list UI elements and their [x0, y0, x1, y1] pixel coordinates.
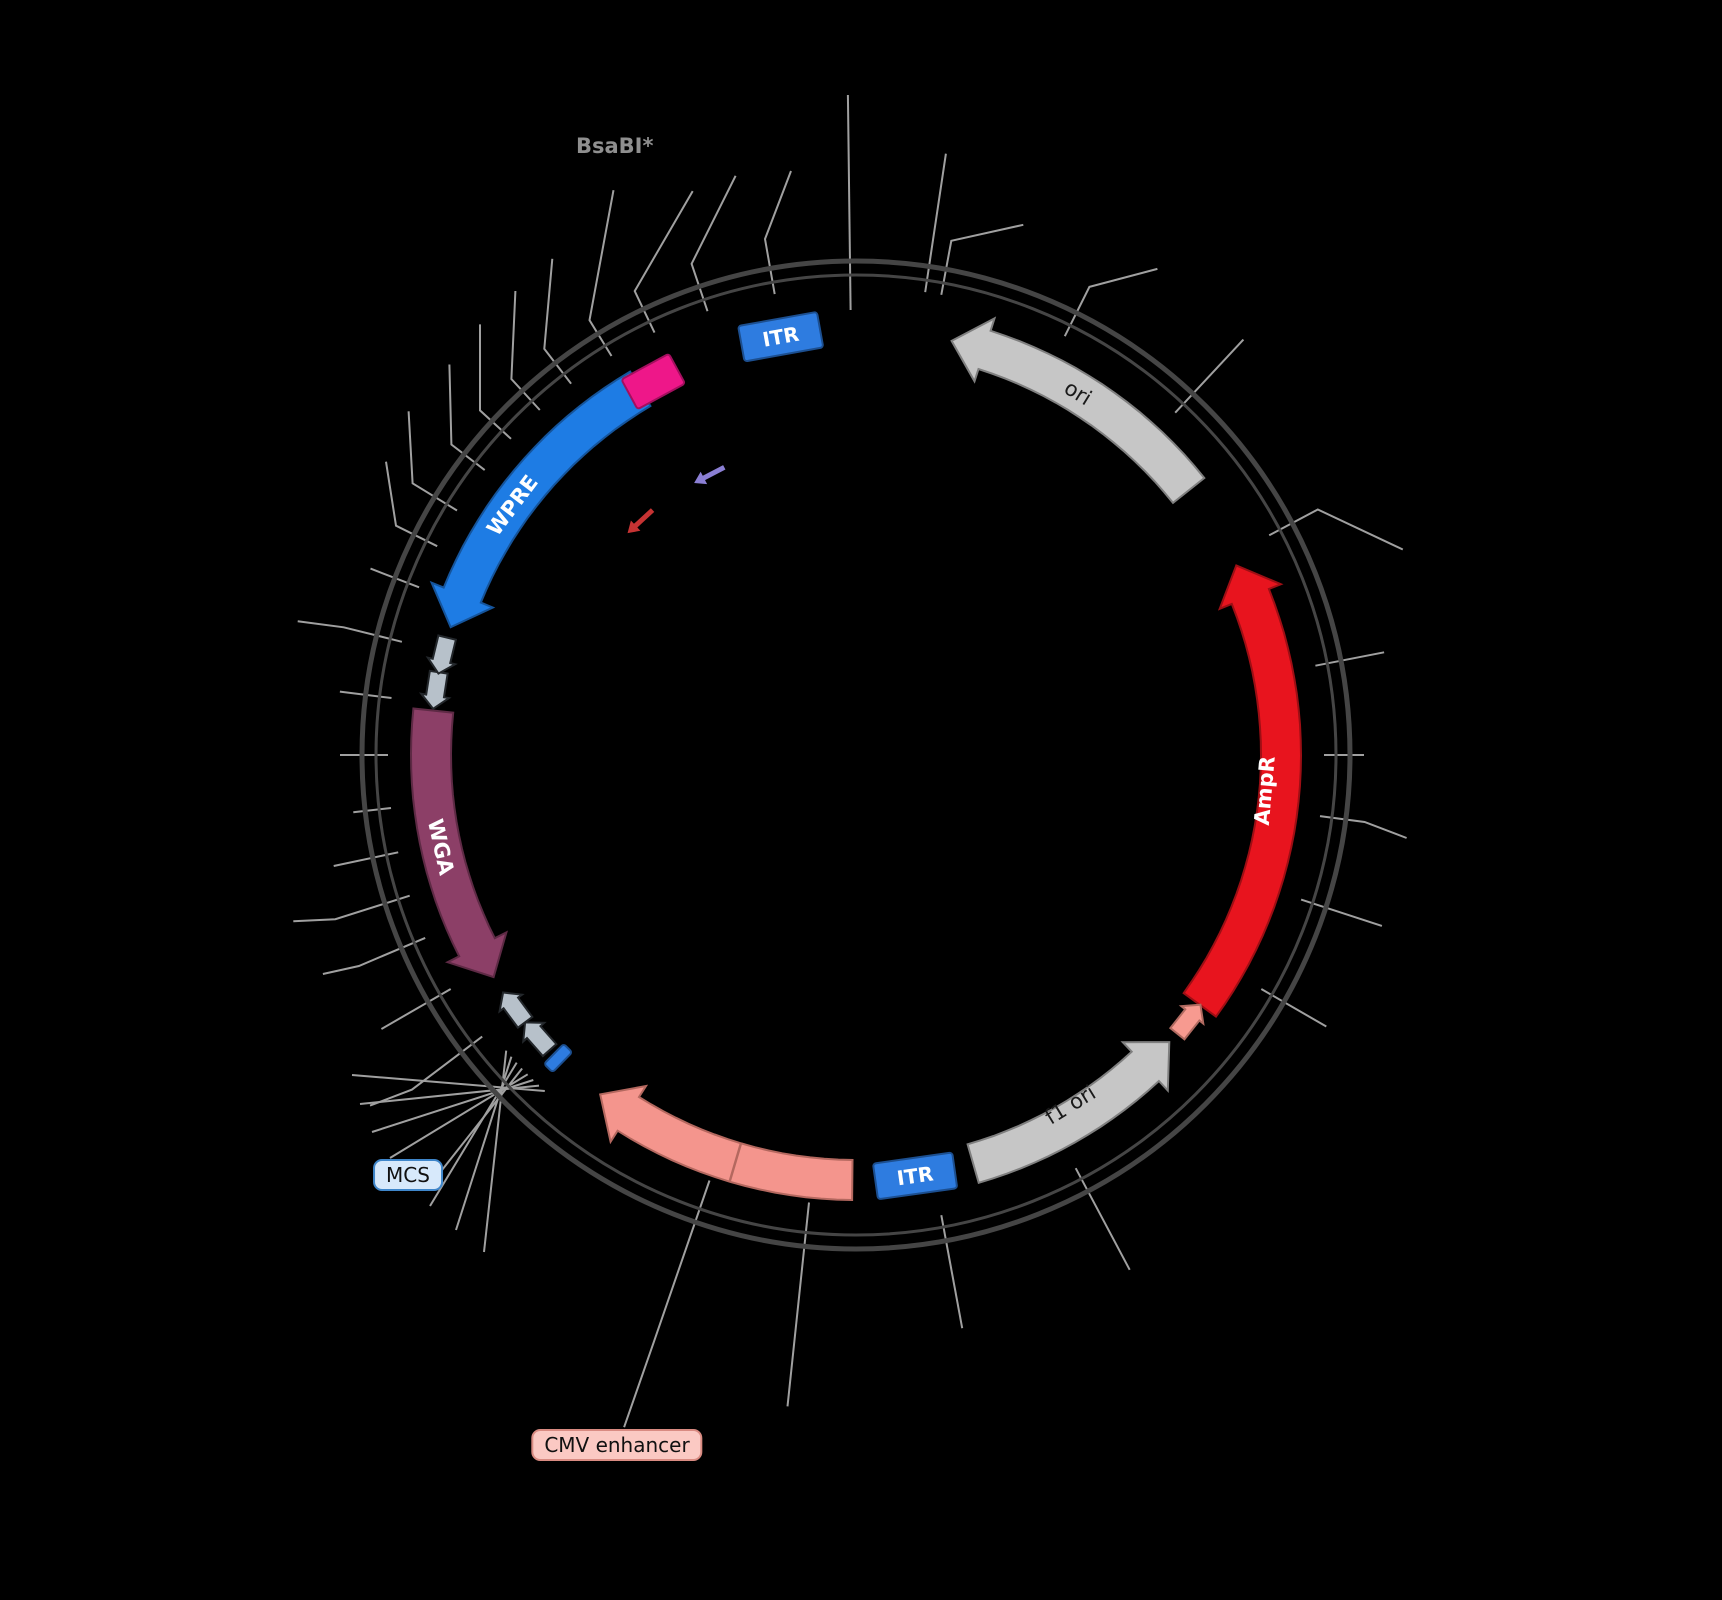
enzyme-site-tick — [763, 170, 792, 295]
enzyme-site-tick — [297, 620, 403, 643]
enzyme-site-tick — [690, 175, 737, 312]
itr-bottom-label: ITR — [895, 1161, 934, 1190]
enzyme-site-tick — [940, 1215, 964, 1329]
enzyme-site-tick — [1074, 1167, 1131, 1271]
mcs-label[interactable]: MCS — [373, 1159, 443, 1191]
small-feature-2[interactable] — [418, 669, 452, 711]
small-feature-1[interactable] — [425, 634, 461, 677]
enzyme-site-tick — [407, 411, 458, 512]
backbone-ring-inner — [374, 273, 1338, 1237]
primer-purple[interactable] — [691, 461, 728, 489]
enzyme-site-tick — [510, 290, 541, 411]
backbone-ring-outer — [359, 258, 1353, 1252]
f1-ori[interactable] — [966, 1041, 1171, 1185]
itr-top[interactable]: ITR — [737, 311, 824, 363]
enzyme-site-tick — [353, 807, 392, 814]
enzyme-site-tick — [293, 894, 411, 923]
magenta-feature-box — [621, 353, 685, 410]
enzyme-site-tick — [940, 223, 1024, 295]
small-feature-3[interactable] — [492, 984, 537, 1030]
cmv-enhancer-label[interactable]: CMV enhancer — [531, 1429, 703, 1461]
enzyme-site-tick — [846, 94, 852, 311]
enzyme-site-tick — [924, 153, 947, 293]
enzyme-site-tick — [1268, 508, 1404, 551]
enzyme-site-tick — [1319, 815, 1407, 839]
small-feature-4[interactable] — [515, 1013, 560, 1059]
mcs-leader-line — [389, 1073, 529, 1159]
enzyme-site-tick — [448, 364, 486, 471]
enzyme-site-tick — [623, 1180, 711, 1428]
enzyme-site-tick — [786, 1202, 810, 1407]
ori[interactable] — [950, 316, 1206, 505]
enzyme-site-tick — [543, 258, 572, 385]
cmv-enhancer-band-divider — [728, 1142, 743, 1183]
primer-red[interactable] — [623, 505, 658, 538]
itr-top-box — [737, 311, 824, 363]
mcs-site-box — [544, 1044, 572, 1073]
cmv-enhancer-band[interactable] — [599, 1084, 854, 1202]
itr-bottom-box — [872, 1151, 958, 1200]
enzyme-site-tick — [1063, 267, 1158, 337]
enzyme-site-tick — [1174, 338, 1245, 414]
enzyme-site-tick — [479, 324, 512, 440]
mcs-leader-line — [483, 1050, 508, 1253]
mcs-site[interactable] — [544, 1044, 572, 1073]
enzyme-site-tick — [588, 190, 615, 357]
magenta-feature[interactable] — [621, 353, 685, 410]
ampr-promoter[interactable] — [1166, 996, 1211, 1042]
enzyme-site-tick — [369, 1035, 483, 1107]
enzyme-site-tick — [385, 461, 438, 548]
enzyme-label-bsabi: BsaBI* — [576, 134, 654, 158]
enzyme-site-tick — [1300, 898, 1383, 927]
enzyme-site-tick — [633, 190, 694, 334]
ampr[interactable] — [1182, 564, 1303, 1019]
itr-bottom[interactable]: ITR — [872, 1151, 958, 1200]
wga[interactable] — [409, 707, 508, 979]
wpre[interactable] — [429, 370, 652, 629]
